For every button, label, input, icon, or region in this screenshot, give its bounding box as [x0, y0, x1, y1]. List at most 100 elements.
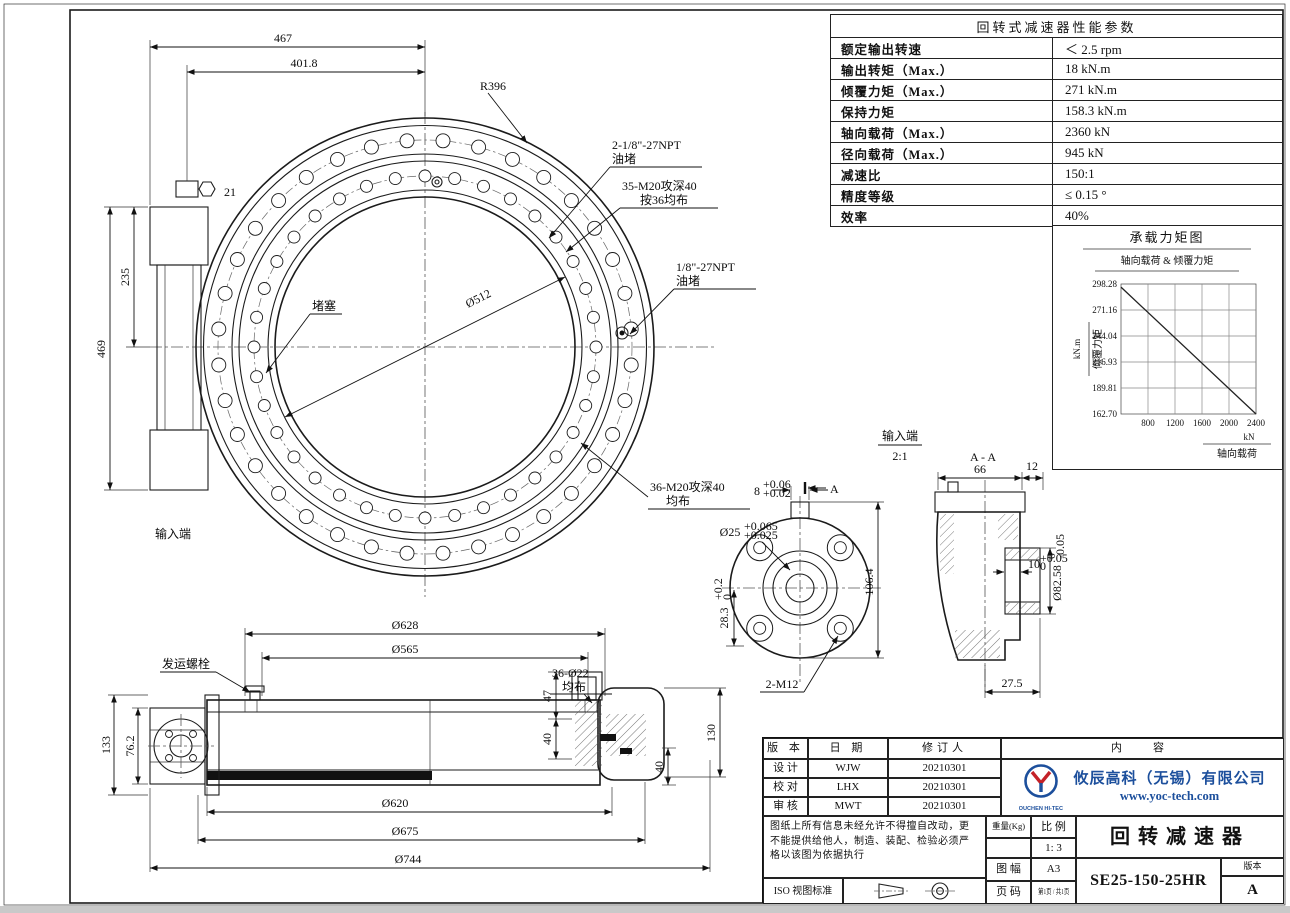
- product-name: 回转减速器: [1076, 816, 1284, 858]
- model-number: SE25-150-25HR: [1076, 858, 1221, 904]
- window-edge: [0, 906, 1290, 913]
- callout-m35-line1: 35-M20攻深40: [622, 179, 697, 193]
- confidential-note: 图纸上所有信息未经允许不得擅自改动，更不能提供给他人，制造、装配、检验必须严格以…: [763, 816, 986, 878]
- projection-symbol-cone: [873, 883, 910, 899]
- chart-grid: [1120, 283, 1257, 415]
- dim-d8258-up: 0: [1044, 553, 1058, 559]
- spec-row: 精度等级≤ 0.15 °: [831, 184, 1282, 205]
- sheet-value: A3: [1031, 858, 1076, 881]
- callout-plug: 堵塞: [312, 298, 336, 313]
- hex-bolt: [198, 181, 216, 197]
- spec-value: 18 kN.m: [1065, 61, 1111, 76]
- company-website: www.yoc-tech.com: [1119, 789, 1220, 804]
- load-chart: 承载力矩图 轴向载荷 & 倾覆力矩 298.28 271.16 244.04 2…: [1072, 230, 1271, 460]
- callout-3622-line2: 均布: [562, 680, 586, 694]
- tb-name-audit: MWT: [808, 797, 888, 816]
- spec-value: 945 kN: [1065, 145, 1104, 160]
- tb-date-design: 20210301: [888, 759, 1001, 778]
- company-logo: YOUCHEN HI-TECH: [1019, 763, 1063, 812]
- detail-scale: 2:1: [892, 449, 907, 463]
- tb-header-reviser: 修订人: [888, 738, 1001, 759]
- callout-m36-line1: 36-M20攻深40: [650, 480, 725, 494]
- spec-label: 轴向载荷（Max.）: [831, 122, 1053, 142]
- npt-plug-hole: [615, 326, 629, 340]
- tb-header-content: 内 容: [1001, 738, 1284, 759]
- dim-27-5: 27.5: [1002, 676, 1023, 690]
- dim-401-8: 401.8: [291, 56, 318, 70]
- dim-8-dn: +0.02: [763, 486, 791, 500]
- front-input-label: 输入端: [155, 526, 191, 541]
- side-view: Ø628 Ø565 36-Ø22 均布 发运螺栓 133 76.2 47: [99, 618, 726, 872]
- spec-row: 额定输出转速＜ 2.5 rpm: [831, 37, 1282, 58]
- front-top-dims: 467 401.8 R396 21: [149, 31, 528, 205]
- dim-d512: Ø512: [463, 286, 493, 310]
- dim-235: 235: [118, 268, 132, 286]
- tb-name-check: LHX: [808, 778, 888, 797]
- spec-row: 径向载荷（Max.）945 kN: [831, 142, 1282, 163]
- chart-xtick: 2000: [1220, 418, 1239, 428]
- dim-469: 469: [94, 340, 108, 358]
- load-chart-panel: 承载力矩图 轴向载荷 & 倾覆力矩 298.28 271.16 244.04 2…: [1052, 225, 1283, 470]
- dim-76-2: 76.2: [123, 736, 137, 757]
- dim-d565: Ø565: [392, 642, 419, 656]
- spec-label: 倾覆力矩（Max.）: [831, 80, 1053, 100]
- tb-header-date: 日 期: [808, 738, 888, 759]
- chart-title: 承载力矩图: [1129, 230, 1204, 245]
- dim-28-3-nom: 28.3: [717, 608, 731, 629]
- chart-xtick: 2400: [1247, 418, 1266, 428]
- callout-npt1-line1: 1/8"-27NPT: [676, 260, 736, 274]
- seal-strip: [207, 771, 432, 780]
- dim-10-up: +0.05: [1040, 551, 1068, 565]
- inner-bolt-ring: [247, 169, 603, 525]
- dim-10-dn: 0: [1040, 559, 1046, 573]
- dim-d25-up: +0.065: [744, 519, 778, 533]
- dim-d25-nom: Ø25: [720, 525, 741, 539]
- version-value: A: [1221, 876, 1284, 904]
- spec-table: 回转式减速器性能参数 额定输出转速＜ 2.5 rpm 输出转矩（Max.） 18 …: [830, 14, 1283, 227]
- spec-label: 减速比: [831, 164, 1053, 184]
- projection-symbols: [843, 878, 986, 904]
- front-left-dims: 469 235: [94, 206, 150, 491]
- spec-label: 效率: [831, 206, 1053, 226]
- detail-dims: 8 +0.06 +0.02 Ø25 +0.065 +0.025 106.4 28…: [711, 477, 884, 693]
- spec-label: 输出转矩（Max.）: [831, 59, 1053, 79]
- chart-subtitle: 轴向载荷 & 倾覆力矩: [1121, 254, 1214, 267]
- detail-bolt-holes: [753, 541, 847, 635]
- page-value: 第1页 / 共1页: [1031, 881, 1076, 904]
- spec-value: 271 kN.m: [1065, 82, 1117, 97]
- dim-47: 47: [540, 690, 554, 702]
- spec-label: 额定输出转速: [831, 38, 1053, 58]
- dim-21: 21: [224, 185, 236, 199]
- dim-r396: R396: [480, 79, 506, 93]
- dim-66: 66: [974, 462, 986, 476]
- chart-capacity-line: [1120, 286, 1257, 415]
- dim-8-up: +0.06: [763, 477, 791, 491]
- scale-value: 1: 3: [1031, 838, 1076, 858]
- callout-3622-line1: 36-Ø22: [552, 666, 589, 680]
- iso-standard-label: ISO 视图标准: [763, 878, 843, 904]
- logo-text: YOUCHEN HI-TECH: [1019, 806, 1063, 812]
- dim-d25-dn: +0.025: [744, 528, 778, 542]
- chart-ytick: 162.70: [1092, 409, 1117, 419]
- dim-d675: Ø675: [392, 824, 419, 838]
- sheet-label: 图 幅: [986, 858, 1031, 881]
- grease-fitting: [431, 176, 443, 188]
- spec-table-title: 回转式减速器性能参数: [976, 19, 1137, 35]
- chart-y-axis-name: 倾覆力矩: [1091, 329, 1104, 369]
- spec-value: ≤ 0.15 °: [1065, 187, 1107, 202]
- company-name: 攸辰高科（无锡）有限公司: [1073, 770, 1266, 787]
- key-stub: [790, 501, 810, 519]
- spec-row: 输出转矩（Max.） 18 kN.m: [831, 58, 1282, 79]
- spec-label: 保持力矩: [831, 101, 1053, 121]
- shipping-bolt: [245, 685, 265, 701]
- weight-value: [986, 838, 1031, 858]
- callout-m35-line2: 按36均布: [640, 193, 688, 207]
- dim-40a: 40: [540, 733, 554, 745]
- side-motor: [148, 694, 220, 796]
- callout-npt2-line1: 2-1/8"-27NPT: [612, 138, 682, 152]
- callout-2m12: 2-M12: [766, 677, 799, 691]
- outer-bolt-ring: [211, 133, 639, 561]
- scale-label: 比 例: [1031, 816, 1076, 838]
- chart-xtick: 1200: [1166, 418, 1185, 428]
